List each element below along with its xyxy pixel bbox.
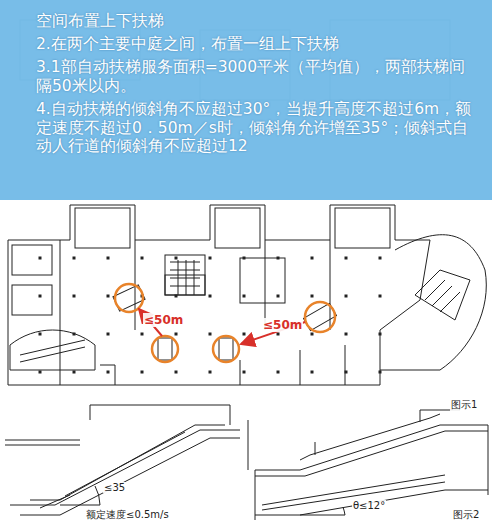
column [209, 295, 212, 298]
column [379, 333, 382, 336]
column [141, 333, 144, 336]
column [73, 371, 76, 374]
column [175, 257, 178, 260]
column [277, 333, 280, 336]
column [243, 257, 246, 260]
column [243, 333, 246, 336]
note-text: 3.1部自动扶梯服务面积=3000平米（平均值），两部扶梯间隔50米以内。 [36, 58, 478, 96]
column [277, 295, 280, 298]
column [39, 371, 42, 374]
column [209, 333, 212, 336]
column [277, 257, 280, 260]
column [379, 371, 382, 374]
column [379, 257, 382, 260]
column [311, 333, 314, 336]
column [345, 295, 348, 298]
note-text: 2.在两个主要中庭之间，布置一组上下扶梯 [36, 35, 478, 54]
note-text: 4.自动扶梯的倾斜角不应超过30°，当提升高度不超过6m，额定速度不超过0．50… [36, 100, 478, 157]
dimension-label: 额定速度≤0.5m/s [85, 508, 170, 522]
column [209, 257, 212, 260]
column [39, 295, 42, 298]
note-text: 空间布置上下扶梯 [36, 12, 478, 31]
column [277, 371, 280, 374]
column [311, 295, 314, 298]
escalator-marker [115, 284, 335, 362]
escalator-section [5, 405, 248, 515]
column [73, 333, 76, 336]
column [209, 371, 212, 374]
column [345, 333, 348, 336]
column [243, 371, 246, 374]
floor-plan [8, 205, 486, 385]
column [345, 257, 348, 260]
column [345, 371, 348, 374]
column [243, 295, 246, 298]
column [175, 295, 178, 298]
column [311, 371, 314, 374]
column [73, 257, 76, 260]
column [141, 257, 144, 260]
column [107, 333, 110, 336]
column [73, 295, 76, 298]
column [175, 333, 178, 336]
dimension-label: 图示2 [452, 508, 480, 522]
column [141, 371, 144, 374]
column [379, 295, 382, 298]
column [107, 295, 110, 298]
column [107, 257, 110, 260]
note-panel: 空间布置上下扶梯 2.在两个主要中庭之间，布置一组上下扶梯 3.1部自动扶梯服务面积… [0, 0, 492, 200]
dimension-label: θ≤12° [352, 500, 386, 511]
distance-label: ≤50m [262, 318, 303, 332]
column [175, 371, 178, 374]
dimension-label: ≤35 [103, 482, 126, 493]
distance-label: ≤50m [143, 313, 184, 327]
column [39, 257, 42, 260]
distance-arrow [139, 309, 305, 344]
column-grid [39, 257, 382, 374]
moving-walk-section [255, 410, 488, 520]
dimension-label: 图示1 [450, 398, 478, 412]
column [39, 333, 42, 336]
column [107, 371, 110, 374]
column [311, 257, 314, 260]
